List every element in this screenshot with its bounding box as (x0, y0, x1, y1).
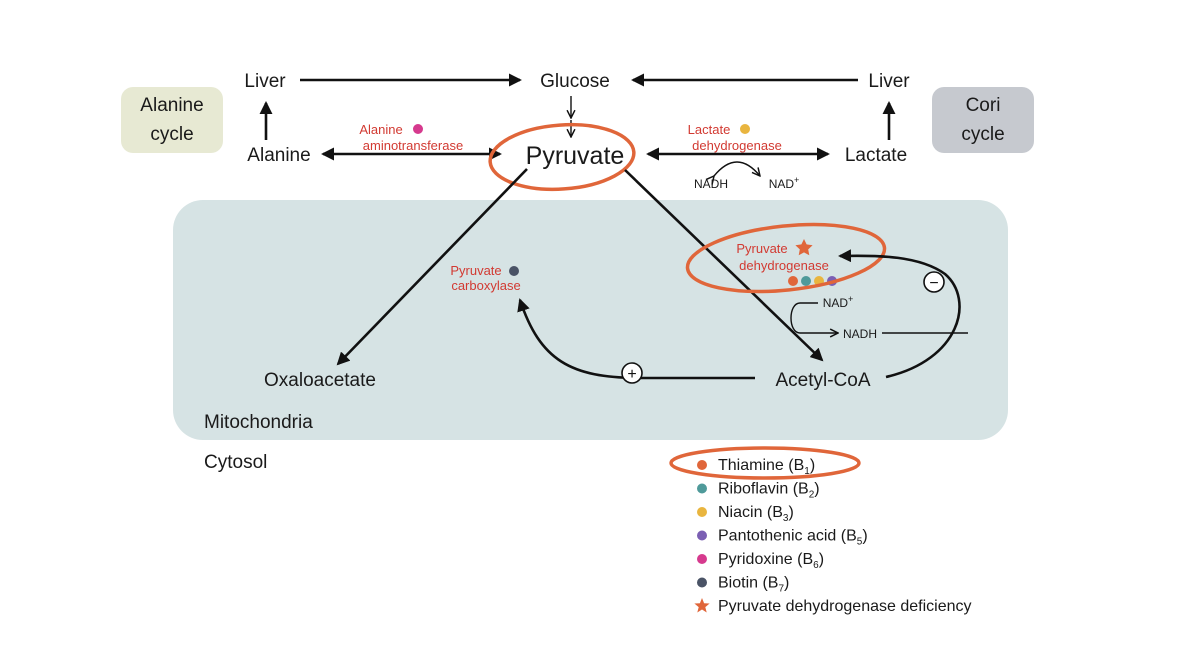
pdh-highlight (685, 222, 887, 294)
pyruvate-carboxylase-label-1: Pyruvate (450, 263, 501, 278)
pdh-nadh-label: NADH (843, 327, 877, 341)
arrow-pyruvate-to-acetylcoa (624, 169, 824, 362)
ldh-nad-label: NAD+ (769, 175, 800, 191)
pyruvate-highlight (488, 122, 636, 192)
alanine-cycle-label-1: Alanine (140, 95, 203, 116)
pyruvate-dehydrogenase-label-2: dehydrogenase (739, 258, 829, 273)
pyridoxine-dot (413, 124, 423, 134)
arrow-pyruvate-to-oxaloacetate (336, 168, 528, 366)
acetylcoa-label: Acetyl-CoA (775, 370, 870, 391)
legend-label: Pyruvate dehydrogenase deficiency (718, 598, 972, 615)
pdh-cofactor-loop (790, 302, 838, 333)
ldh-nadh-label: NADH (694, 177, 728, 191)
activation-sign: + (627, 366, 636, 383)
liver-right-label: Liver (868, 71, 910, 92)
pyruvate-dehydrogenase-label-1: Pyruvate (736, 241, 787, 256)
pdh-nad-label: NAD+ (823, 294, 854, 310)
liver-left-label: Liver (244, 71, 286, 92)
legend-marker (694, 598, 710, 613)
lactate-dehydrogenase-label-2: dehydrogenase (692, 138, 782, 153)
legend-marker (697, 483, 707, 494)
vitamin-legend: Thiamine (B1) Riboflavin (B2) Niacin (B3) P… (694, 457, 972, 615)
legend-marker (697, 530, 707, 541)
cytosol-label: Cytosol (204, 452, 267, 473)
riboflavin-dot (801, 276, 811, 286)
legend-marker (697, 577, 707, 588)
legend-marker (697, 507, 707, 517)
legend-marker (697, 460, 707, 470)
legend-label: Riboflavin (B2) (718, 481, 820, 501)
cori-cycle-label-1: Cori (966, 95, 1001, 116)
alanine-aminotransferase-label-1: Alanine (359, 122, 402, 137)
cori-cycle-box (932, 87, 1034, 153)
mitochondria-region (173, 200, 1008, 440)
thiamine-highlight (669, 446, 861, 480)
mitochondria-label: Mitochondria (204, 412, 313, 433)
alanine-cycle-label-2: cycle (150, 124, 193, 145)
alanine-cycle-box (121, 87, 223, 153)
glucose-label: Glucose (540, 71, 610, 92)
oxaloacetate-label: Oxaloacetate (264, 370, 376, 391)
alanine-aminotransferase-label-2: aminotransferase (363, 138, 463, 153)
pdh-deficiency-star (795, 239, 813, 256)
inhibition-sign-circle (923, 271, 945, 293)
legend-label: Pyridoxine (B6) (718, 551, 824, 571)
ldh-cofactor-arc (714, 161, 760, 176)
legend-label: Thiamine (B1) (718, 457, 815, 477)
thiamine-dot (788, 276, 798, 286)
lactate-dehydrogenase-label-1: Lactate (688, 122, 731, 137)
biotin-dot (509, 266, 519, 276)
activation-sign-circle (621, 362, 643, 384)
legend-label: Niacin (B3) (718, 504, 794, 524)
cori-cycle-label-2: cycle (961, 124, 1004, 145)
legend-label: Pantothenic acid (B5) (718, 528, 868, 548)
pyruvate-carboxylase-label-2: carboxylase (451, 278, 520, 293)
legend-marker (697, 554, 707, 564)
arrow-acetylcoa-inhibits-pdh (838, 249, 961, 379)
pyruvate-label: Pyruvate (526, 142, 625, 170)
lactate-label: Lactate (845, 145, 907, 166)
legend-label: Biotin (B7) (718, 575, 789, 595)
alanine-label: Alanine (247, 145, 310, 166)
inhibition-sign: − (929, 275, 938, 292)
niacin-dot-ldh (740, 124, 750, 134)
